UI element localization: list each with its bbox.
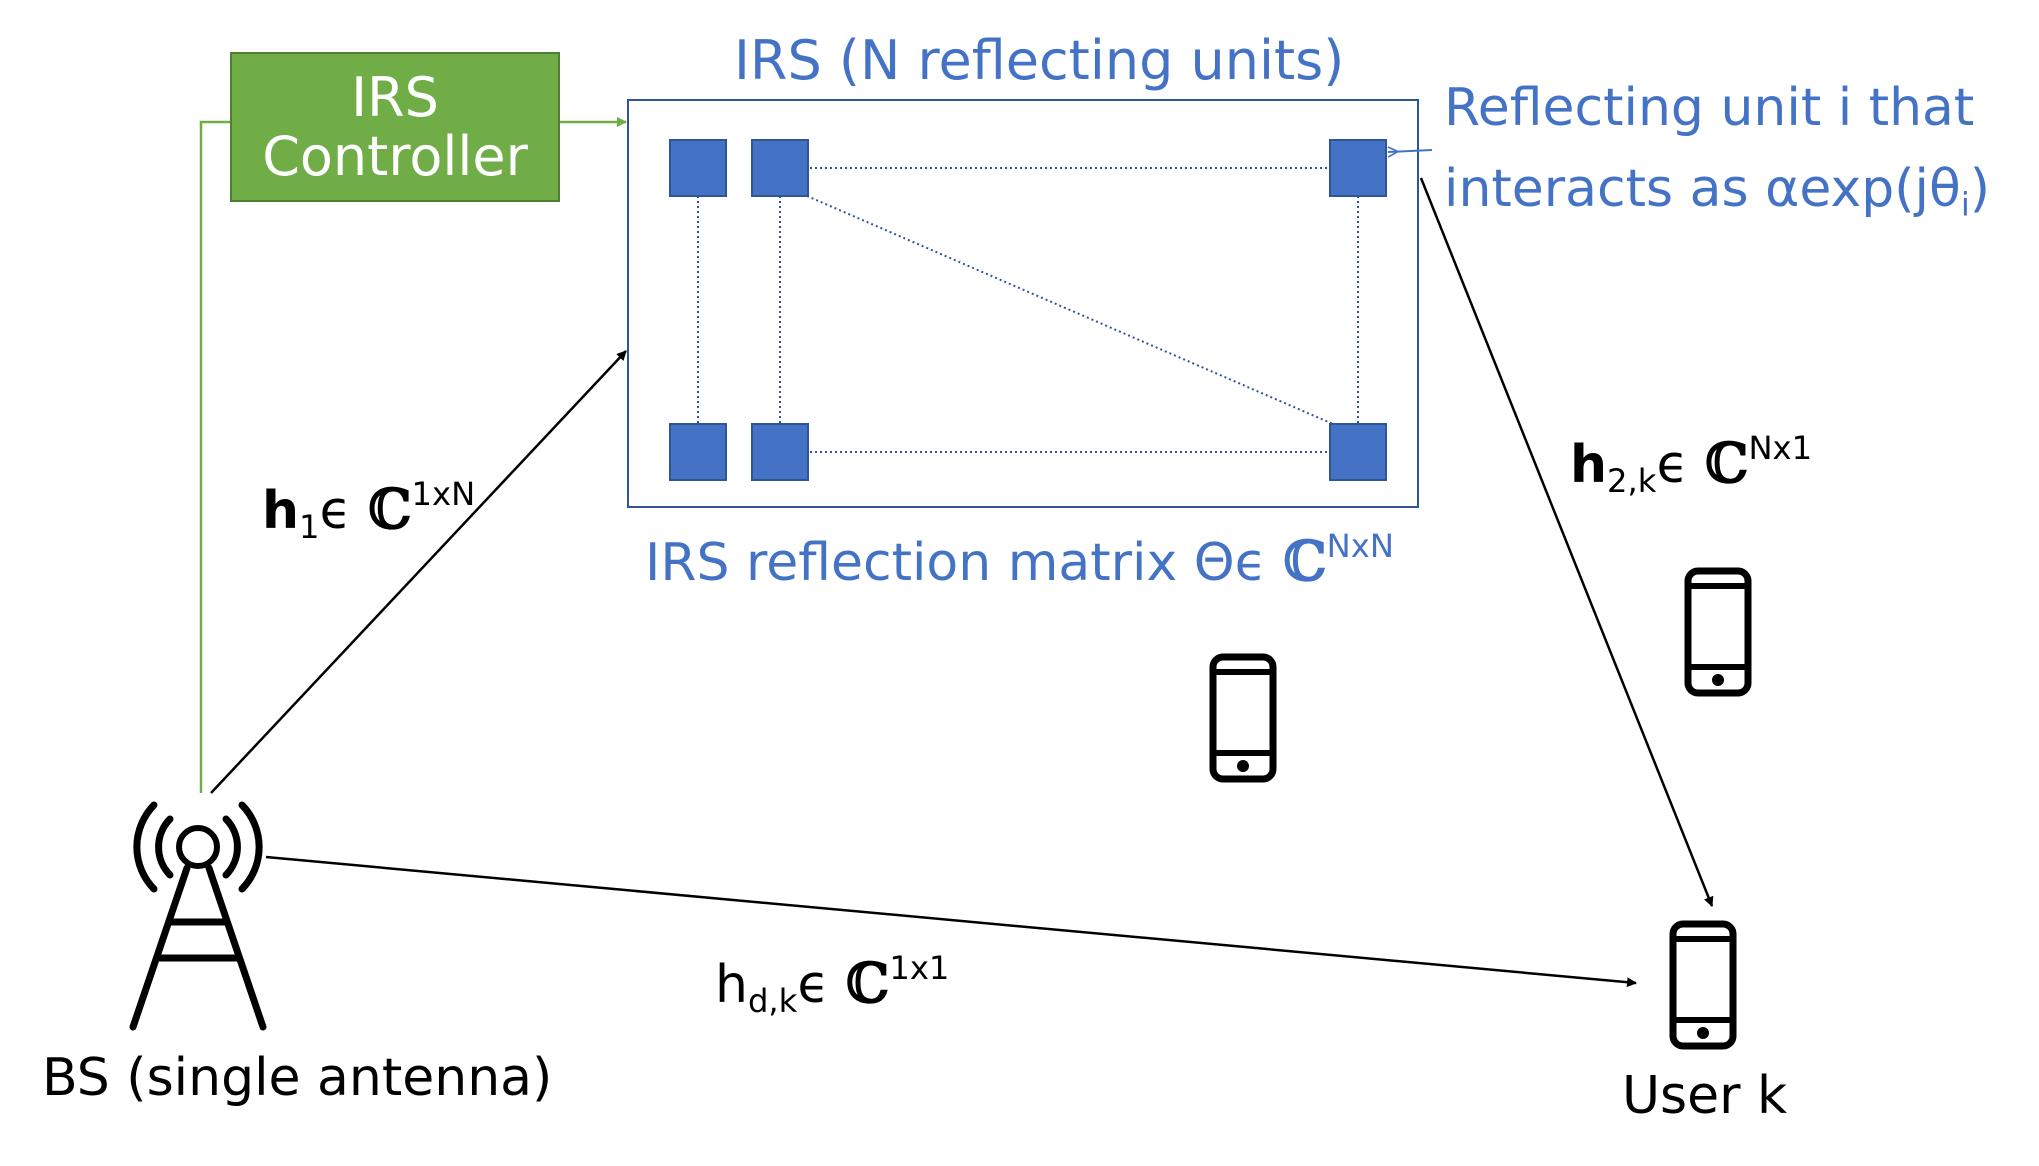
irs-title: IRS (N reflecting units): [734, 29, 1345, 92]
reflecting-unit-i: [1329, 139, 1387, 197]
h2-link-arrow: [1419, 177, 1714, 907]
h1-link-arrow: [210, 350, 627, 794]
reflecting-unit: [1329, 423, 1387, 481]
antenna-tower-icon: [129, 801, 267, 1031]
reflecting-unit: [751, 423, 809, 481]
controller-label-line1: IRS: [351, 65, 439, 129]
hdk-channel-label: hd,kϵ ℂ1x1: [715, 949, 950, 1020]
unit-pointer-arrow: [1388, 150, 1433, 152]
reflecting-unit-annotation-line2: interacts as αexp(jθi): [1444, 159, 1991, 224]
reflecting-units: [669, 139, 1387, 481]
h2k-channel-label: h2,kϵ ℂNx1: [1570, 429, 1813, 500]
controller-label-line2: Controller: [262, 125, 528, 188]
smartphone-icon: [1684, 567, 1752, 697]
reflecting-unit: [669, 139, 727, 197]
element-connections: [697, 167, 1359, 453]
irs-panel: [627, 99, 1419, 508]
reflection-matrix-label: IRS reflection matrix Θϵ ℂNxN: [645, 527, 1394, 594]
h1-channel-label: h1ϵ ℂ1xN: [262, 475, 476, 546]
user-k-label: User k: [1622, 1066, 1788, 1126]
reflecting-unit: [751, 139, 809, 197]
smartphone-icon: [1209, 653, 1277, 783]
irs-controller-box: IRS Controller: [230, 52, 560, 202]
control-link: [199, 117, 627, 793]
user-k-smartphone-icon: [1669, 920, 1737, 1050]
bs-label: BS (single antenna): [42, 1048, 553, 1108]
hd-link-arrow: [265, 855, 1637, 988]
reflecting-unit: [669, 423, 727, 481]
reflecting-unit-annotation-line1: Reflecting unit i that: [1444, 78, 1975, 138]
